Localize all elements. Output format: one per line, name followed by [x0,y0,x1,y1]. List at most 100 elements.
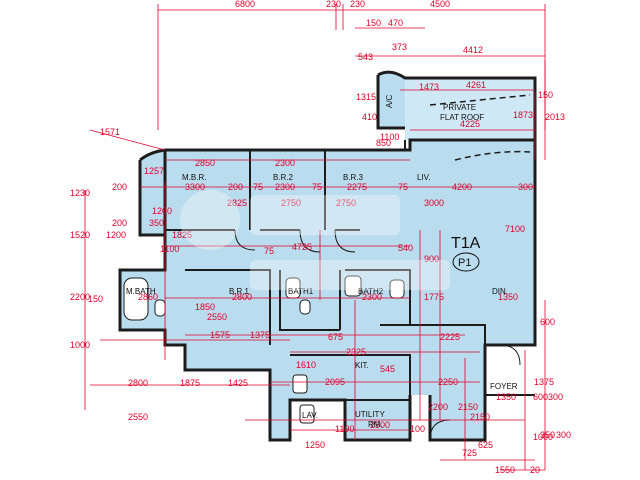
dim-label: 2325 [346,347,366,357]
dim-label: 1610 [296,360,316,370]
dim-label: 230 [350,0,365,9]
dim-label: 150 [538,90,553,100]
dim-label: 4412 [463,45,483,55]
dim-label: 625 [478,440,493,450]
dim-label: 75 [398,182,408,192]
dim-label: 2550 [207,312,227,322]
dim-label: 230 [326,0,341,9]
watermark [180,190,450,290]
toilet-mbath [154,299,166,317]
dim-label: 2300 [275,158,295,168]
dim-label: 1350 [496,392,516,402]
kitchen-sink [292,374,308,394]
room-label-dining: DIN. [492,287,508,296]
dim-label: 2275 [347,182,367,192]
dim-label: 300 [518,182,533,192]
unit-code: T1A [451,235,481,252]
dim-label: 100 [410,424,425,434]
room-label-flat-roof-2: FLAT ROOF [440,113,484,122]
dim-label: 3300 [185,182,205,192]
dim-label: 4725 [292,242,312,252]
dim-label: 2150 [470,412,490,422]
dim-label: 1190 [335,424,354,434]
room-label-utility-rm: RM. [368,420,383,429]
dim-label: 1230 [70,188,90,198]
room-label-kitchen: KIT. [355,361,369,370]
dim-label: 4200 [452,182,472,192]
dim-label: 543 [358,52,373,62]
toilet-bath1 [299,299,311,315]
dim-label: 600 [533,392,548,402]
dim-label: 2800 [128,378,148,388]
roof-dashed-edge [429,94,531,161]
dim-label: 4500 [430,0,450,9]
dim-label: 1315 [356,92,376,102]
dim-label: 2150 [458,402,478,412]
room-label-master-bedroom: M.B.R. [182,173,206,182]
dim-label: 2825 [227,198,247,208]
dim-label: 900 [424,254,439,264]
dim-label: 1000 [70,340,90,350]
dim-label: 1200 [106,230,126,240]
dimension-lines [84,4,546,471]
dim-label: 350 [540,430,555,440]
dim-label: 6800 [235,0,255,9]
dim-label: 1825 [172,230,192,240]
dim-label: 2250 [438,377,458,387]
dim-label: 2750 [336,198,356,208]
partitions [165,140,535,440]
dim-label: 2013 [545,112,565,122]
dim-label: 725 [462,448,477,458]
dim-label: 1375 [534,377,554,387]
unit-position: P1 [458,257,471,269]
room-label-ac-platform: A/C [385,94,394,108]
unit-label: T1A P1 [451,235,481,272]
dim-label: 373 [392,42,407,52]
room-label-master-bath: M.BATH [126,287,156,296]
dim-label: 2200 [428,402,448,412]
dim-label: 2800 [232,292,252,302]
dim-label: 545 [380,364,395,374]
dim-label: 2750 [281,198,301,208]
basin-bath2 [344,275,362,297]
room-label-lavatory: LAV. [302,411,318,420]
room-labels: M.B.R. B.R.2 B.R.3 LIV. DIN. M.BATH B.R.… [126,94,518,429]
dim-label: 1775 [424,292,444,302]
dim-label: 2225 [440,332,460,342]
dim-label: 1850 [195,302,215,312]
room-label-bedroom-3: B.R.3 [343,173,364,182]
room-label-flat-roof-1: PRIVATE [443,103,476,112]
dim-label: 200 [112,182,127,192]
dim-label: 1375 [250,330,270,340]
room-label-foyer: FOYER [490,382,518,391]
dim-label: 300 [556,430,571,440]
dim-label: 2500 [370,420,390,430]
dim-label: 410 [362,112,377,122]
dim-label: 200 [112,218,127,228]
dim-label: 1000 [533,432,553,442]
dim-label: 20 [530,465,540,475]
dim-label: 1875 [180,378,200,388]
dim-label: 2200 [70,292,90,302]
dim-label: 1257 [144,166,164,176]
room-label-bedroom-2: B.R.2 [273,173,294,182]
dim-label: 1100 [160,244,179,254]
room-label-bath-2: BATH2 [358,287,384,296]
dim-label: 3000 [424,198,444,208]
room-label-utility: UTILITY [355,410,385,419]
room-label-bath-1: BATH1 [288,287,314,296]
dim-label: 4261 [466,80,486,90]
dim-label: 540 [398,243,413,253]
dim-label: 2300 [362,292,382,302]
lav-basin [299,404,315,424]
dim-label: 1425 [228,378,248,388]
dim-label: 1100 [380,132,399,142]
dim-label: 600 [540,317,555,327]
dim-label: 75 [253,182,263,192]
dim-label: 850 [376,138,391,148]
bathtub [123,277,149,321]
flat-roof-fill [405,78,535,140]
dim-label: 1520 [70,230,90,240]
dim-label: 1571 [100,127,120,137]
dim-label: 2300 [275,182,295,192]
